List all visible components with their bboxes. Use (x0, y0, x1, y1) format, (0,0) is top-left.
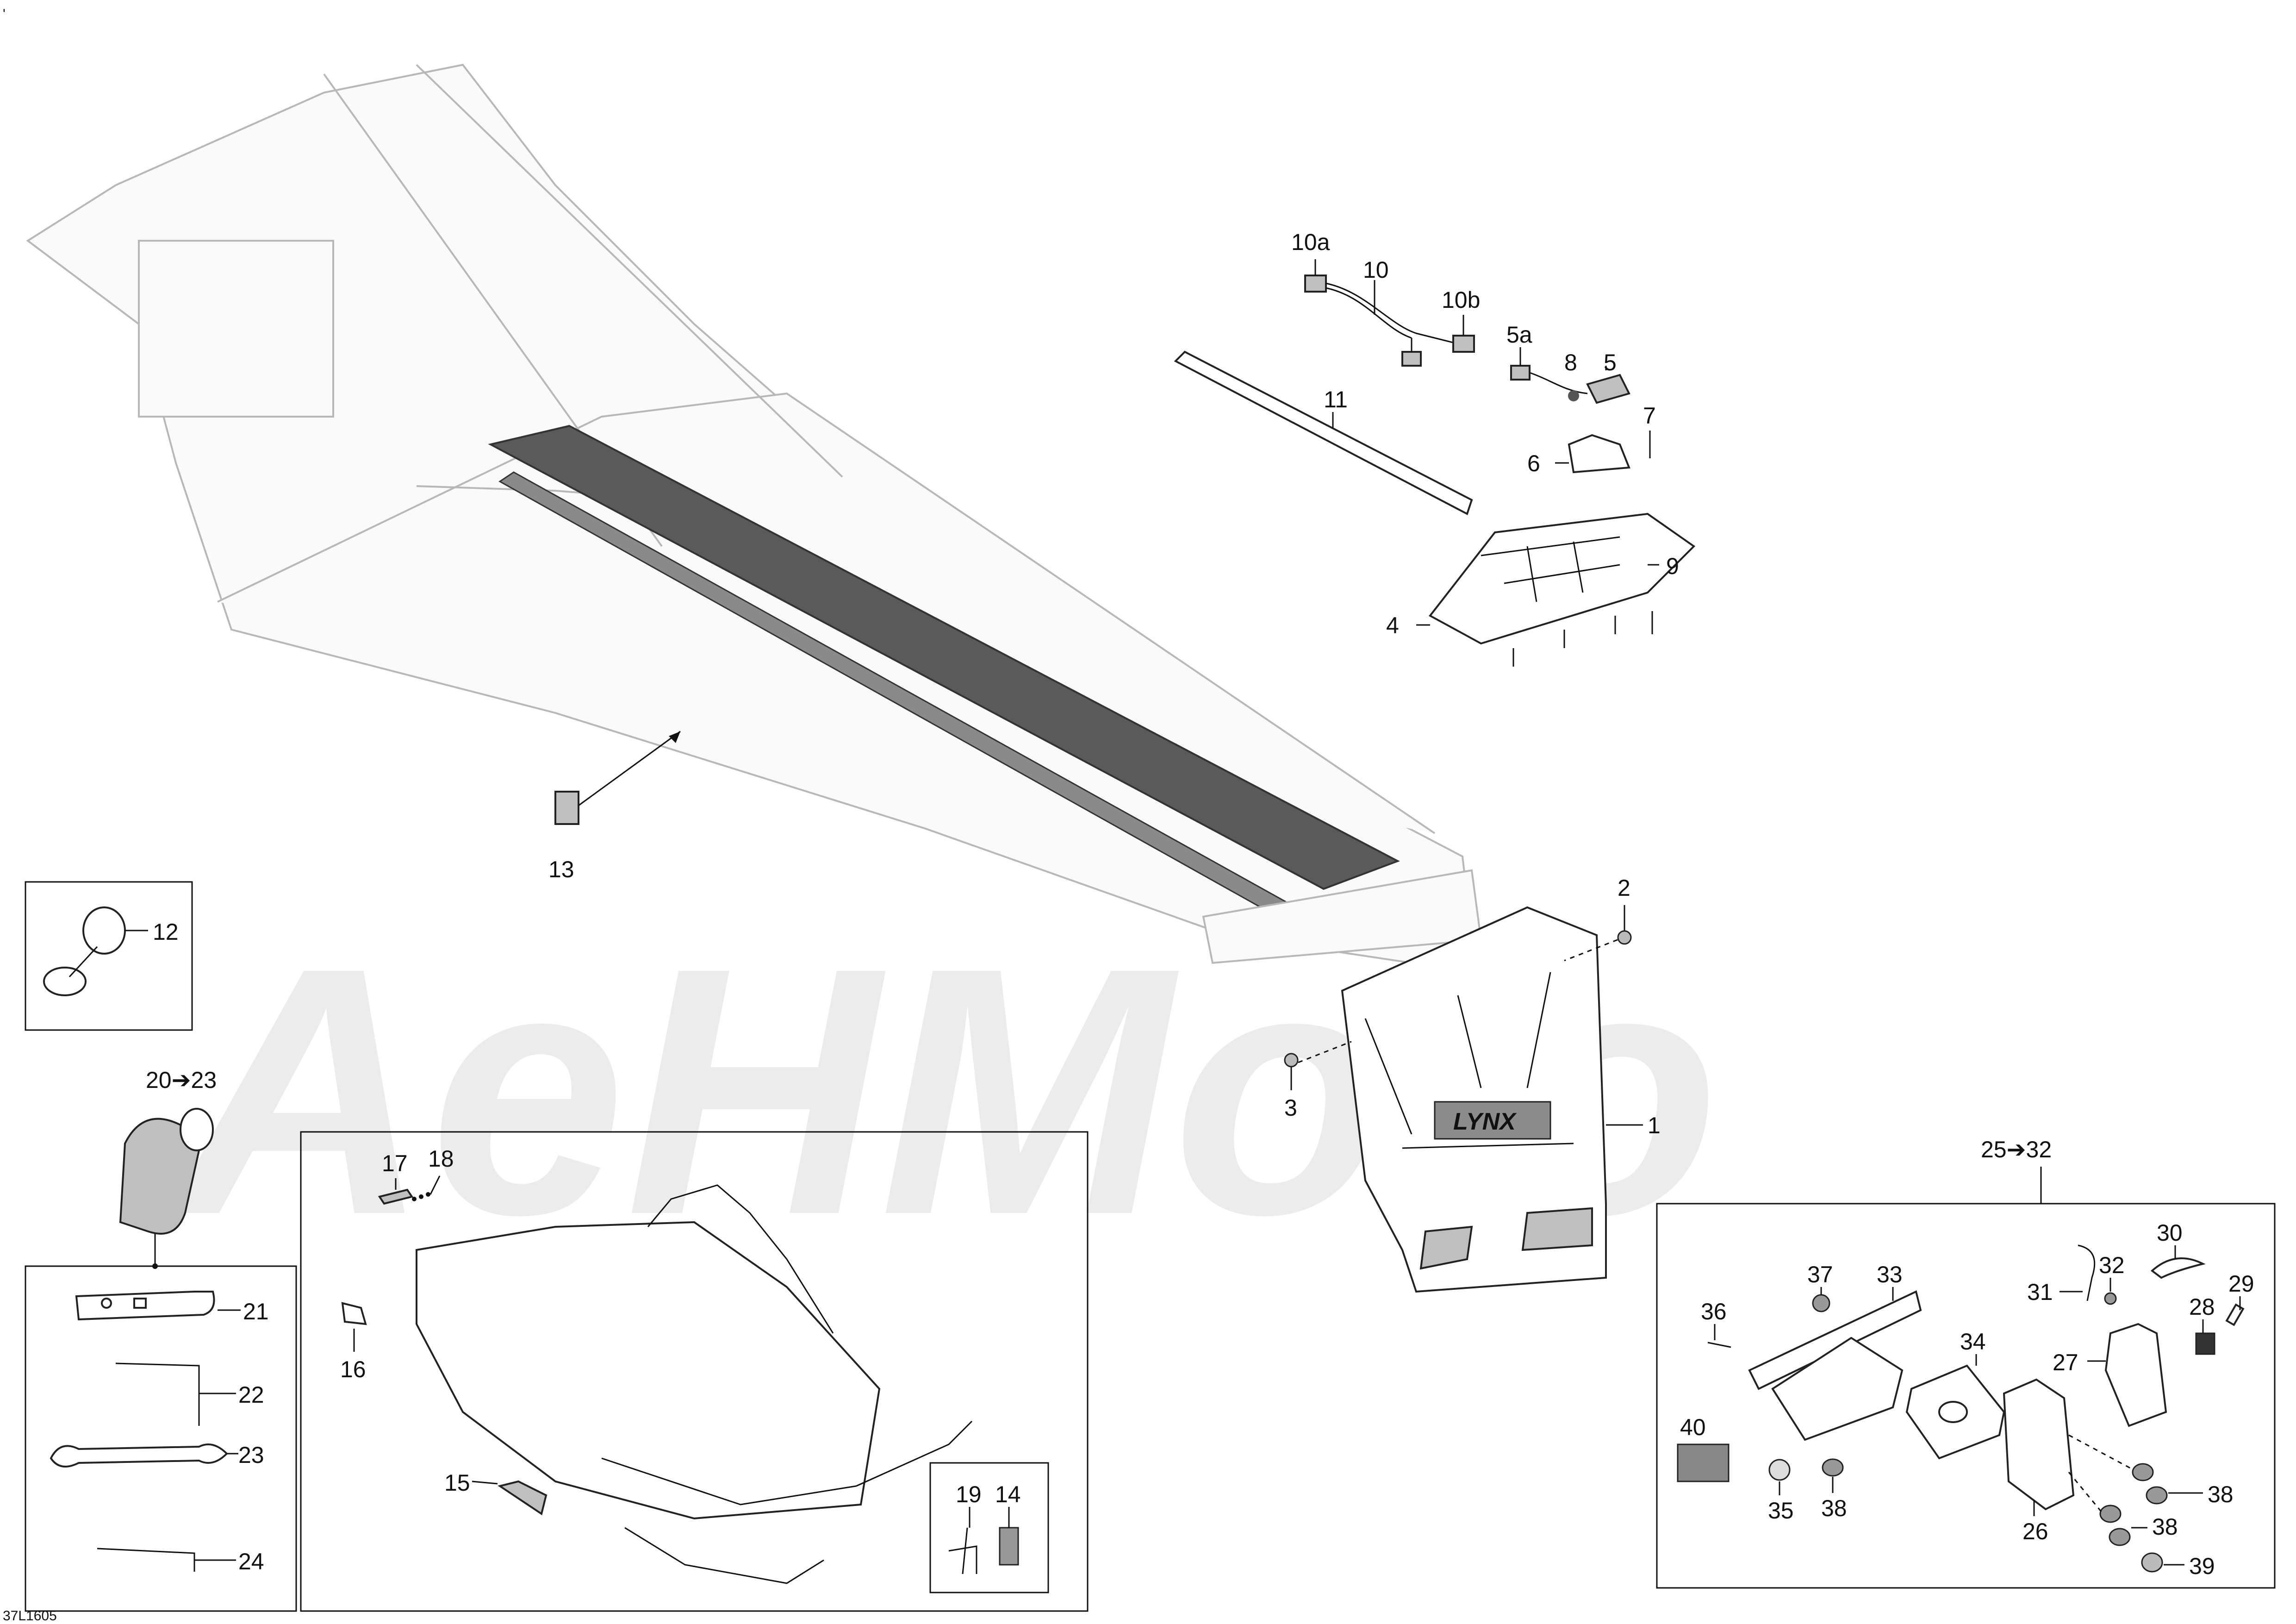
callout-37: 37 (1807, 1262, 1833, 1287)
callout-4: 4 (1386, 612, 1399, 638)
callout-40: 40 (1680, 1414, 1706, 1440)
mirror-12-box: 12 (25, 881, 193, 1031)
callout-10a: 10a (1291, 229, 1330, 255)
callout-17: 17 (382, 1150, 408, 1176)
harness-10: 10a 10 10b (1291, 229, 1480, 367)
parts-5-6-7-8: 5a 8 5 7 6 (1506, 322, 1656, 476)
hitch-box: 25➔32 30 31 32 29 28 27 37 33 (1656, 1137, 2276, 1589)
callout-38-left: 38 (1821, 1495, 1847, 1521)
callout-2: 2 (1618, 875, 1630, 901)
callout-27: 27 (2053, 1349, 2078, 1375)
callout-38-lower: 38 (2152, 1514, 2178, 1540)
callout-22: 22 (238, 1382, 264, 1408)
callout-20-23: 20➔23 (146, 1067, 217, 1093)
callout-38-right: 38 (2208, 1481, 2234, 1507)
callout-32: 32 (2099, 1252, 2125, 1278)
drawing-code: 37L1605 (3, 1608, 57, 1624)
corner-mark: ' (3, 6, 6, 22)
callout-16: 16 (340, 1356, 366, 1382)
callout-6: 6 (1527, 450, 1540, 476)
cover-4: 4 9 (1386, 512, 1696, 667)
callout-8: 8 (1564, 350, 1577, 375)
callout-19: 19 (956, 1481, 982, 1507)
snow-flap-1: LYNX 2 3 1 (1284, 875, 1661, 1293)
callout-5: 5 (1604, 350, 1617, 375)
callout-10: 10 (1363, 257, 1389, 283)
strip-11: 11 (1174, 350, 1473, 515)
callout-15: 15 (444, 1470, 470, 1496)
callout-5a: 5a (1506, 322, 1532, 348)
callout-7: 7 (1643, 403, 1656, 429)
callout-9: 9 (1666, 553, 1679, 579)
callout-33: 33 (1877, 1262, 1903, 1287)
callout-3: 3 (1284, 1095, 1297, 1121)
callout-25-32: 25➔32 (1981, 1137, 2052, 1162)
callout-24: 24 (238, 1549, 264, 1574)
callout-10b: 10b (1442, 287, 1480, 313)
callout-26: 26 (2022, 1518, 2048, 1544)
callout-18: 18 (428, 1146, 454, 1172)
callout-21: 21 (243, 1299, 269, 1324)
callout-28: 28 (2189, 1294, 2215, 1320)
callout-14: 14 (995, 1481, 1021, 1507)
frame-chassis-drawing (26, 63, 1482, 964)
part-13: 13 (548, 731, 681, 882)
callout-35: 35 (1768, 1498, 1794, 1524)
callout-30: 30 (2157, 1220, 2183, 1246)
callout-13: 13 (548, 856, 574, 882)
callout-36: 36 (1701, 1299, 1727, 1324)
decal-box: 16 17 18 15 19 14 (300, 1131, 1089, 1612)
svg-text:LYNX: LYNX (1453, 1108, 1517, 1135)
callout-31: 31 (2027, 1279, 2053, 1305)
callout-34: 34 (1960, 1329, 1986, 1355)
callout-23: 23 (238, 1442, 264, 1468)
callout-1: 1 (1648, 1112, 1661, 1138)
tool-kit: 20➔23 21 22 23 24 (25, 1067, 297, 1612)
callout-39: 39 (2189, 1553, 2215, 1579)
callout-11: 11 (1324, 387, 1348, 412)
callout-29: 29 (2228, 1271, 2254, 1297)
callout-12: 12 (153, 919, 179, 945)
